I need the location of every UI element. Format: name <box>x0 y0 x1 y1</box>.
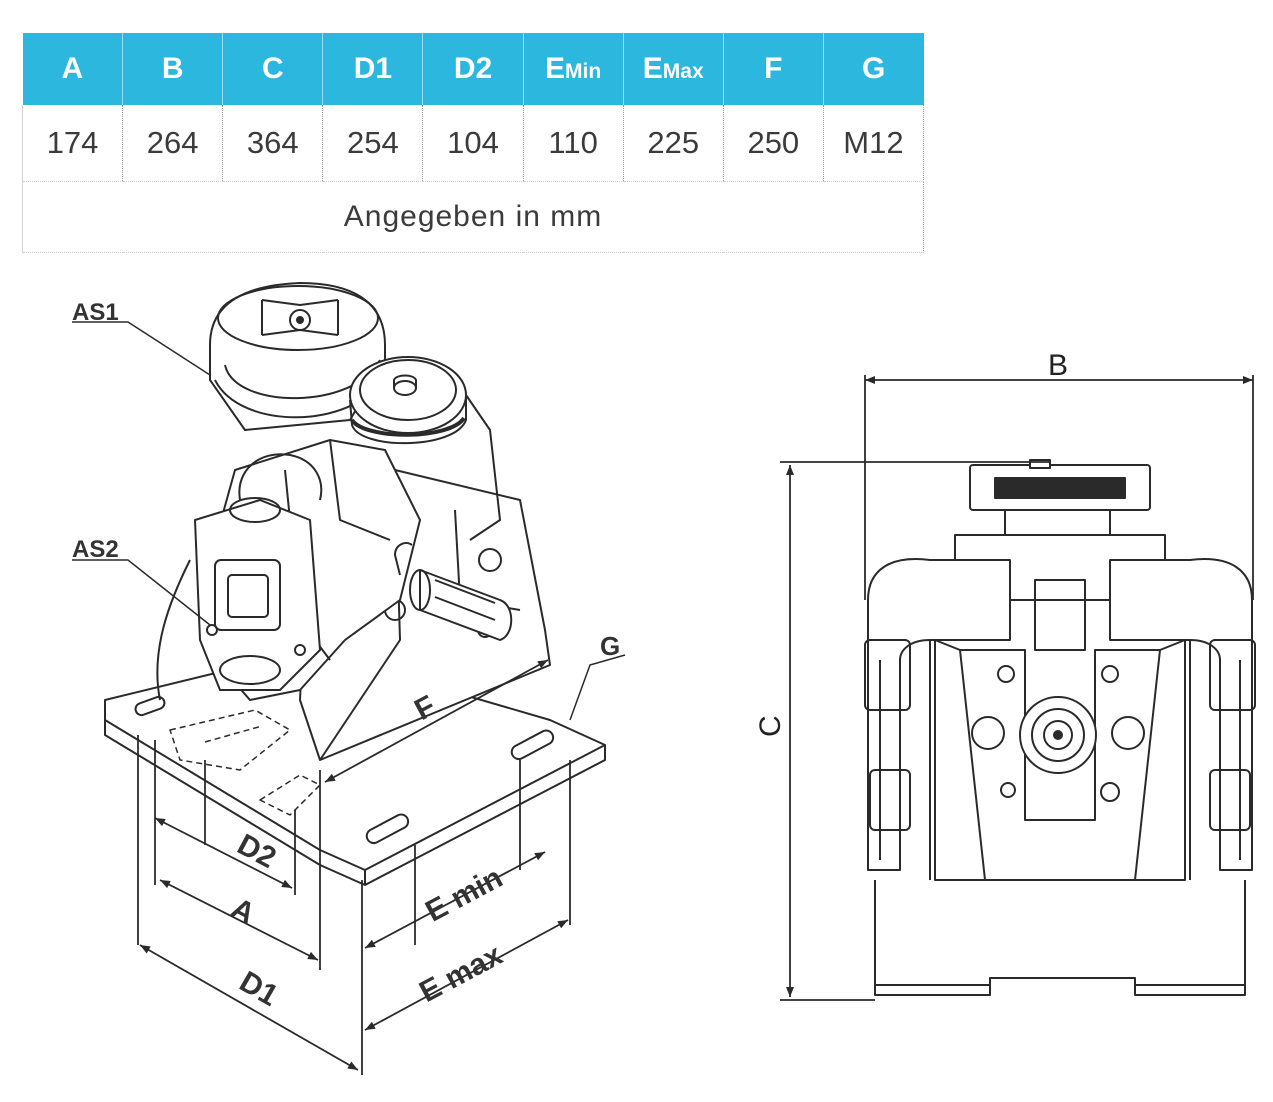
header-g: G <box>822 33 924 105</box>
value-emin: 110 <box>522 105 624 182</box>
isometric-view <box>104 282 606 886</box>
label-b: B <box>1048 349 1068 382</box>
header-emin: EMin <box>522 33 624 105</box>
header-c: C <box>222 33 323 105</box>
front-view <box>864 459 1256 996</box>
value-d1: 254 <box>322 105 423 182</box>
label-d1: D1 <box>234 965 284 1013</box>
value-f: 250 <box>722 105 824 182</box>
label-as1: AS1 <box>72 299 119 326</box>
header-emax: EMax <box>622 33 724 105</box>
value-d2: 104 <box>422 105 524 182</box>
valve-block <box>194 453 323 691</box>
label-emin: E min <box>420 861 508 928</box>
value-emax: 225 <box>622 105 724 182</box>
dampener-dome <box>209 282 386 431</box>
label-a: A <box>226 892 261 931</box>
header-f: F <box>722 33 824 105</box>
iso-leaders <box>72 321 626 721</box>
dimensions-table: A B C D1 D2 EMin EMax F G 174 264 364 25… <box>21 33 925 253</box>
table-header-row: A B C D1 D2 EMin EMax F G <box>22 33 924 105</box>
table-values-row: 174 264 364 254 104 110 225 250 M12 <box>21 105 925 182</box>
header-a: A <box>22 33 123 105</box>
label-g: G <box>600 631 620 661</box>
table-note-row: Angegeben in mm <box>22 181 924 253</box>
label-as2: AS2 <box>72 536 119 563</box>
units-note: Angegeben in mm <box>22 181 924 253</box>
hose-line <box>156 559 191 701</box>
header-d2: D2 <box>422 33 524 105</box>
label-c: C <box>754 715 787 737</box>
header-d1: D1 <box>322 33 423 105</box>
oil-reservoir-cap <box>349 356 501 541</box>
iso-dimensions <box>137 659 571 1075</box>
label-emax: E max <box>414 938 508 1009</box>
value-g: M12 <box>822 105 925 182</box>
value-c: 364 <box>222 105 323 182</box>
front-dimensions <box>780 375 1254 1001</box>
label-d2: D2 <box>232 828 281 875</box>
value-a: 174 <box>21 105 123 182</box>
value-b: 264 <box>122 105 223 182</box>
drive-shaft <box>394 542 513 641</box>
header-b: B <box>122 33 223 105</box>
